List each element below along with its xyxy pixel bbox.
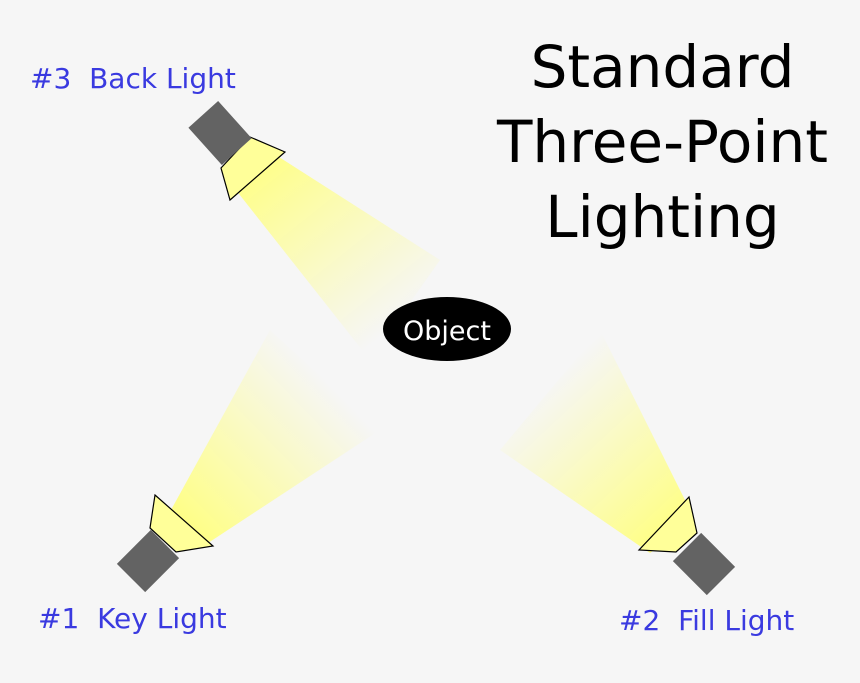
fill-light-body bbox=[672, 532, 736, 596]
key-light-lamp bbox=[116, 493, 215, 593]
object: Object bbox=[383, 297, 511, 361]
key-light-beam bbox=[160, 330, 380, 545]
back-light-body bbox=[188, 101, 252, 165]
back-light-lens bbox=[220, 136, 287, 202]
object-ellipse bbox=[383, 297, 511, 361]
title-line-2: Three-Point bbox=[496, 108, 829, 176]
key-light-label: #1 Key Light bbox=[38, 602, 227, 635]
key-light-body bbox=[116, 529, 180, 593]
back-light-beam bbox=[228, 150, 440, 360]
back-light-label: #3 Back Light bbox=[30, 62, 236, 95]
fill-light-label: #2 Fill Light bbox=[619, 604, 795, 637]
back-light-lamp bbox=[188, 101, 287, 202]
object-label: Object bbox=[403, 316, 491, 347]
fill-light-beam bbox=[500, 330, 695, 553]
title-line-1: Standard bbox=[530, 33, 795, 101]
key-light-lens bbox=[149, 493, 215, 553]
fill-light-lamp bbox=[637, 495, 736, 596]
fill-light-lens bbox=[637, 495, 698, 553]
title-line-3: Lighting bbox=[545, 183, 780, 251]
